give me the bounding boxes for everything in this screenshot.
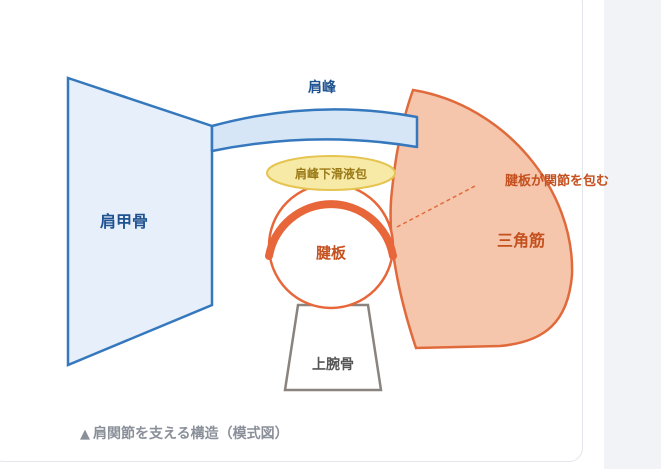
caption-text: 肩関節を支える構造（模式図） [93, 426, 289, 442]
deltoid-label: 三角筋 [497, 231, 545, 250]
scapula-label: 肩甲骨 [100, 212, 148, 231]
tendon-leader-line [396, 184, 478, 228]
side-panel [604, 0, 661, 469]
acromion-shape [210, 108, 419, 153]
acromion-label: 肩峰 [308, 79, 337, 96]
humerus-shape [283, 303, 383, 392]
rotator-cuff-label: 腱板 [316, 244, 347, 262]
rotator-cuff-arc [265, 200, 397, 260]
figure-caption: ▲肩関節を支える構造（模式図） [80, 423, 289, 443]
bursa-shape [266, 155, 396, 191]
scapula-shape [66, 76, 214, 367]
tendon-wrap-label: 腱板が関節を包む [505, 173, 609, 189]
triangle-marker-icon: ▲ [80, 427, 90, 442]
humerus-label: 上腕骨 [312, 356, 354, 373]
bursa-label: 肩峰下滑液包 [295, 166, 367, 181]
